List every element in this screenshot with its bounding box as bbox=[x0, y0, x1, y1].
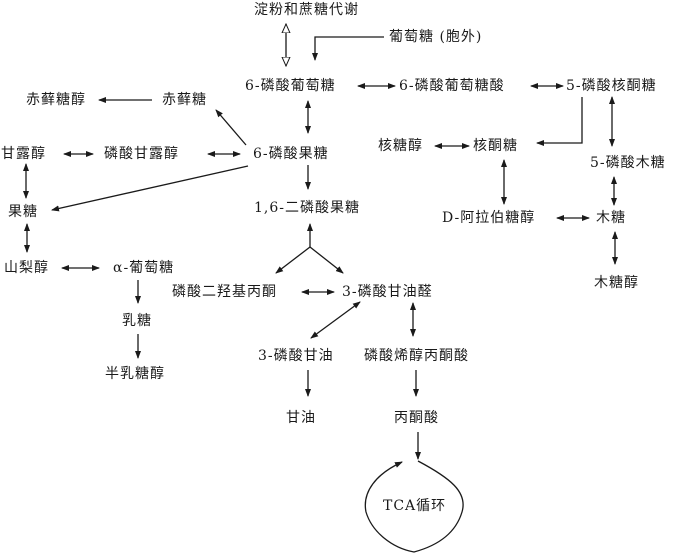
node-mannitol-phosphate: 磷酸甘露醇 bbox=[104, 146, 179, 162]
node-ribulose: 核酮糖 bbox=[473, 138, 518, 154]
node-dihydroxyacetone-phosphate: 磷酸二羟基丙酮 bbox=[172, 284, 277, 300]
node-sorbitol: 山梨醇 bbox=[4, 260, 49, 276]
node-glycerol-3-phosphate: 3-磷酸甘油 bbox=[258, 348, 334, 364]
node-glycerol: 甘油 bbox=[286, 410, 316, 426]
node-d-arabitol: D-阿拉伯糖醇 bbox=[442, 210, 536, 226]
arrow-ribulose5p-ribulose bbox=[536, 97, 583, 146]
node-phosphoenolpyruvate: 磷酸烯醇丙酮酸 bbox=[364, 348, 469, 364]
node-mannitol: 甘露醇 bbox=[1, 146, 46, 162]
node-alpha-glucose: α-葡萄糖 bbox=[113, 260, 175, 276]
node-galactitol: 半乳糖醇 bbox=[105, 366, 165, 382]
arrow-g3p-glycerol3p bbox=[310, 301, 361, 339]
node-xylitol: 木糖醇 bbox=[594, 275, 639, 291]
node-ribulose-5-phosphate: 5-磷酸核酮糖 bbox=[566, 78, 657, 94]
arrow-f6p-erythrose bbox=[215, 109, 247, 146]
node-glucose-6-phosphate: 6-磷酸葡萄糖 bbox=[245, 78, 336, 94]
node-glyceraldehyde-3-phosphate: 3-磷酸甘油醛 bbox=[342, 284, 433, 300]
node-xylulose-5-phosphate: 5-磷酸木糖 bbox=[590, 155, 666, 171]
node-fructose-1-6-bisphosphate: 1,6-二磷酸果糖 bbox=[254, 200, 360, 216]
node-6-phosphogluconate: 6-磷酸葡萄糖酸 bbox=[399, 78, 505, 94]
node-fructose: 果糖 bbox=[8, 204, 38, 220]
node-fructose-6-phosphate: 6-磷酸果糖 bbox=[253, 146, 329, 162]
node-pyruvate: 丙酮酸 bbox=[394, 410, 439, 426]
node-xylose: 木糖 bbox=[596, 210, 626, 226]
node-erythrose: 赤藓糖 bbox=[162, 92, 207, 108]
arrow-split-g3p bbox=[309, 246, 344, 274]
arrow-f6p-fructose bbox=[51, 165, 249, 212]
arrow-glucose-g6p bbox=[312, 36, 384, 61]
node-glucose-extracellular: 葡萄糖 (胞外) bbox=[389, 29, 483, 45]
node-lactose: 乳糖 bbox=[122, 313, 152, 329]
tca-cycle-loop bbox=[364, 460, 464, 553]
node-starch-sucrose-metabolism: 淀粉和蔗糖代谢 bbox=[254, 2, 359, 18]
node-erythritol: 赤藓糖醇 bbox=[26, 92, 86, 108]
node-tca-cycle: TCA循环 bbox=[383, 498, 447, 514]
node-ribitol: 核糖醇 bbox=[378, 138, 423, 154]
arrow-split-dhap bbox=[275, 246, 311, 274]
